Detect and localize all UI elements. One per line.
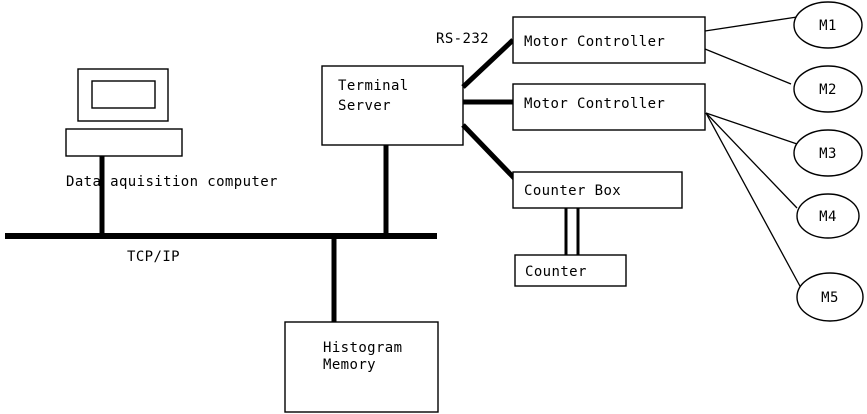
histogram-memory-box: [284, 321, 439, 413]
link-motor-controller-1-to-m1: [704, 16, 798, 32]
link-motor-controller-1-to-m2: [704, 48, 792, 85]
terminal-server-label-line2: Server: [338, 98, 391, 114]
histogram-memory-label-line2: Memory: [323, 357, 376, 373]
motor-m3-node: [793, 129, 863, 177]
counter-box-label: Counter Box: [524, 183, 621, 199]
link-terminal-server-to-counter-box: [461, 123, 518, 182]
terminal-server-box: [321, 65, 464, 146]
data-acquisition-computer-label: Data aquisition computer: [66, 174, 278, 190]
motor-m3-label: M3: [819, 146, 837, 162]
motor-m2-label: M2: [819, 82, 837, 98]
motor-m1-label: M1: [819, 18, 837, 34]
histogram-memory-label-line1: Histogram: [323, 340, 402, 356]
computer-screen-icon: [91, 80, 156, 109]
motor-controller-1-label: Motor Controller: [524, 34, 665, 50]
motor-m4-label: M4: [819, 209, 837, 225]
tcpip-bus-label: TCP/IP: [127, 249, 180, 265]
motor-controller-2-label: Motor Controller: [524, 96, 665, 112]
counter-box-box: [512, 171, 683, 209]
link-motor-controller-2-to-m5: [705, 112, 802, 289]
motor-controller-2-box: [512, 83, 706, 131]
counter-label: Counter: [525, 264, 587, 280]
motor-controller-1-box: [512, 16, 706, 64]
motor-m5-node: [796, 272, 864, 322]
motor-m2-node: [793, 65, 863, 113]
link-motor-controller-2-to-m3: [705, 112, 801, 146]
link-terminal-server-to-motor-controller-1: [461, 38, 515, 89]
motor-m5-label: M5: [821, 290, 839, 306]
motor-m1-node: [793, 1, 863, 49]
terminal-server-label-line1: Terminal: [338, 78, 409, 94]
computer-base-icon: [65, 128, 183, 157]
counter-box: [514, 254, 627, 287]
rs232-link-label: RS-232: [436, 31, 489, 47]
link-motor-controller-2-to-m4: [705, 112, 798, 209]
motor-m4-node: [796, 193, 860, 239]
